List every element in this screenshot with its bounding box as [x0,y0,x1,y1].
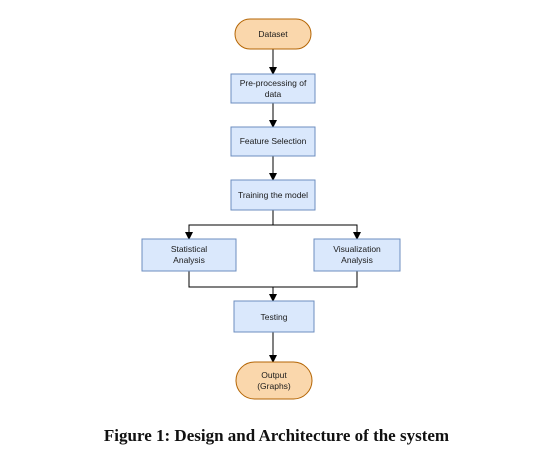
node-visualization-line2: Analysis [341,255,373,265]
node-testing: Testing [233,300,315,333]
edge-statistical-to-join [188,271,358,288]
node-preprocessing-line2: data [265,89,282,99]
node-visualization: Visualization Analysis [313,238,401,272]
node-testing-label: Testing [261,312,288,322]
node-statistical-line1: Statistical [171,244,207,254]
node-training: Training the model [230,179,316,211]
node-dataset-label: Dataset [258,29,288,39]
node-visualization-line1: Visualization [333,244,381,254]
node-statistical-line2: Analysis [173,255,205,265]
node-preprocessing-line1: Pre-processing of [240,78,307,88]
node-preprocessing: Pre-processing of data [230,73,316,104]
node-training-label: Training the model [238,190,308,200]
node-output: Output (Graphs) [235,361,313,400]
edge-training-to-statistical [185,210,274,240]
node-output-line2: (Graphs) [257,381,291,391]
edge-training-to-visualization [273,224,361,240]
node-feature-selection-label: Feature Selection [240,136,307,146]
node-dataset: Dataset [234,18,312,50]
node-output-line1: Output [261,370,287,380]
node-statistical: Statistical Analysis [141,238,237,272]
figure-caption: Figure 1: Design and Architecture of the… [103,426,450,445]
node-feature-selection: Feature Selection [230,126,316,157]
